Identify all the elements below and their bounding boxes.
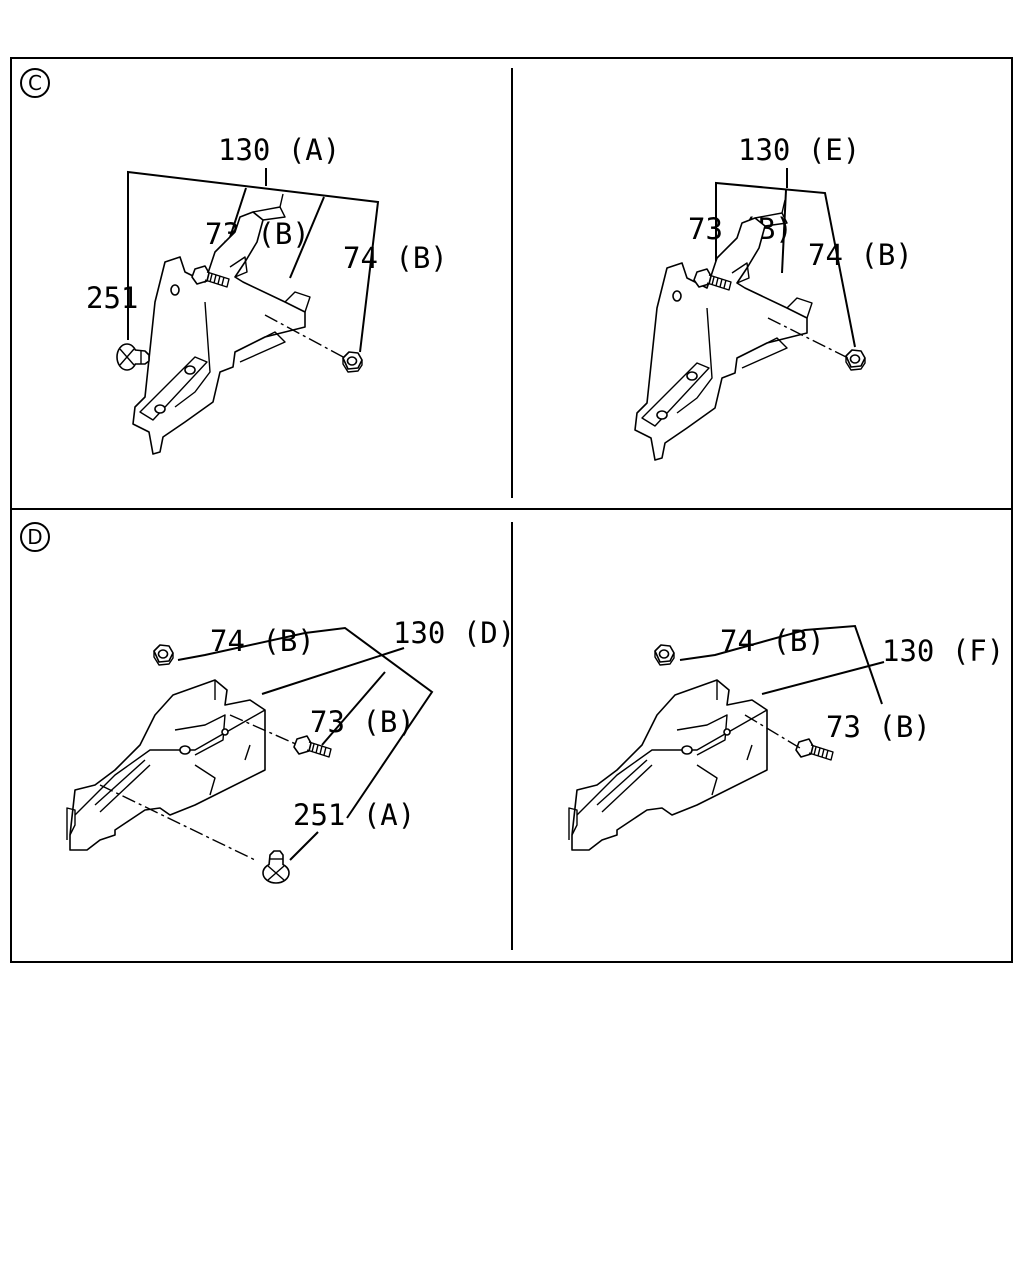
section-c-marker: C xyxy=(20,68,50,98)
panel-d-right: 74 (B) 130 (F) 73 (B) xyxy=(568,624,1004,851)
label-74b: 74 (B) xyxy=(343,241,448,275)
panel-c-right: 130 (E) 73 (B) 74 (B) xyxy=(634,133,913,461)
panel-divider-top xyxy=(511,68,513,498)
label-251a: 251 (A) xyxy=(293,798,415,832)
label-74b: 74 (B) xyxy=(808,238,913,272)
section-c-letter: C xyxy=(28,71,42,95)
label-73b: 73 (B) xyxy=(826,710,931,744)
section-divider xyxy=(10,508,1013,510)
section-d-marker: D xyxy=(20,522,50,552)
diagram-frame xyxy=(10,57,1013,963)
panel-divider-bottom xyxy=(511,522,513,950)
panel-c-left: 130 (A) 73 (B) 74 (B) 251 (A) xyxy=(86,133,448,455)
panel-d-left: 74 (B) 130 (D) 73 (B) 251 (A) xyxy=(66,616,515,884)
label-74b: 74 (B) xyxy=(210,624,315,658)
label-73b: 73 (B) xyxy=(310,705,415,739)
label-130e: 130 (E) xyxy=(738,133,860,167)
label-130d: 130 (D) xyxy=(393,616,515,650)
label-130a: 130 (A) xyxy=(218,133,340,167)
label-130f: 130 (F) xyxy=(882,634,1004,668)
section-d-letter: D xyxy=(27,525,42,549)
